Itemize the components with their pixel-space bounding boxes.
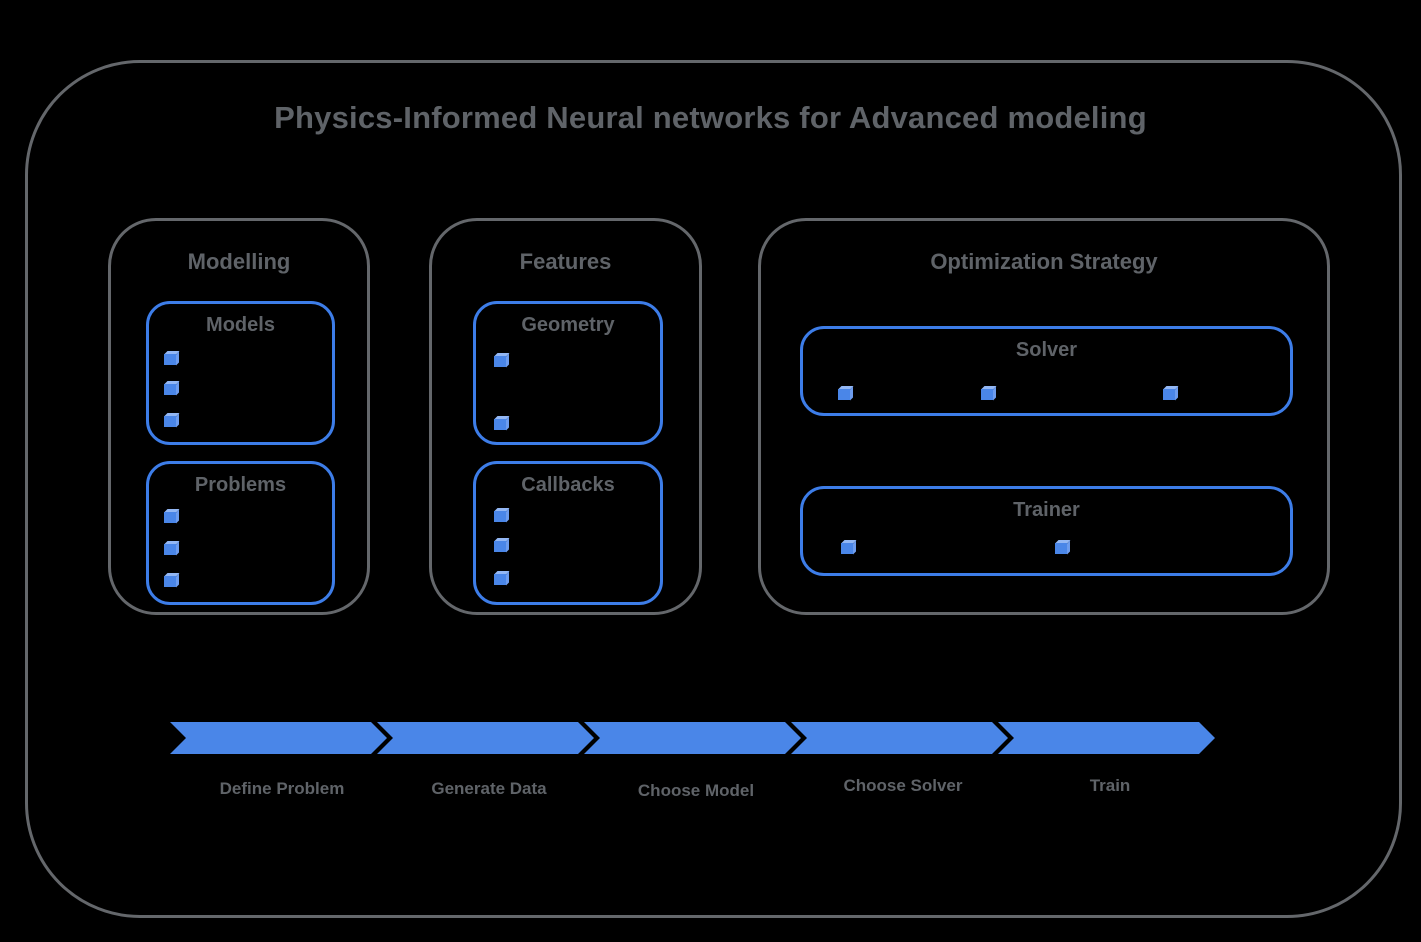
box-problems: Problems xyxy=(146,461,335,605)
group-features-title: Features xyxy=(519,249,612,274)
chevron-arrow xyxy=(791,722,1008,754)
chevron-arrow xyxy=(998,722,1215,754)
cube-bullet-icon xyxy=(981,389,993,400)
cube-bullet-icon xyxy=(164,354,176,365)
cube-bullet-icon xyxy=(494,419,506,430)
cube-bullet-icon xyxy=(494,511,506,522)
group-modelling-title: Modelling xyxy=(187,249,291,274)
box-callbacks-title: Callbacks xyxy=(521,474,615,496)
step-label-choose-model: Choose Model xyxy=(637,781,755,800)
cube-bullet-icon xyxy=(841,543,853,554)
cube-bullet-icon xyxy=(164,416,176,427)
chevron-arrow xyxy=(170,722,387,754)
cube-bullet-icon xyxy=(494,541,506,552)
box-solver-title: Solver xyxy=(1015,339,1078,361)
step-label-train: Train xyxy=(1089,776,1131,795)
step-label-define-problem: Define Problem xyxy=(219,779,345,798)
chevron-arrow xyxy=(377,722,594,754)
cube-bullet-icon xyxy=(164,576,176,587)
cube-bullet-icon xyxy=(494,574,506,585)
cube-bullet-icon xyxy=(164,544,176,555)
box-geometry: Geometry xyxy=(473,301,663,445)
box-models: Models xyxy=(146,301,335,445)
box-geometry-title: Geometry xyxy=(521,314,615,336)
cube-bullet-icon xyxy=(1163,389,1175,400)
group-optimization-strategy: Optimization Strategy Solver Trainer xyxy=(758,218,1330,615)
outer-frame xyxy=(25,60,1402,918)
cube-bullet-icon xyxy=(164,512,176,523)
box-trainer-title: Trainer xyxy=(1013,499,1080,521)
step-label-generate-data: Generate Data xyxy=(431,779,547,798)
group-optimization-title: Optimization Strategy xyxy=(930,249,1158,274)
box-callbacks: Callbacks xyxy=(473,461,663,605)
box-models-title: Models xyxy=(206,314,275,336)
group-features: Features Geometry Callbacks xyxy=(429,218,702,615)
cube-bullet-icon xyxy=(164,384,176,395)
box-solver: Solver xyxy=(800,326,1293,416)
diagram-title: Physics-Informed Neural networks for Adv… xyxy=(274,100,1147,135)
box-problems-title: Problems xyxy=(194,474,287,496)
cube-bullet-icon xyxy=(838,389,850,400)
box-trainer: Trainer xyxy=(800,486,1293,576)
chevron-arrow xyxy=(584,722,801,754)
cube-bullet-icon xyxy=(494,356,506,367)
step-label-choose-solver: Choose Solver xyxy=(843,776,963,795)
group-modelling: Modelling Models Problems xyxy=(108,218,370,615)
cube-bullet-icon xyxy=(1055,543,1067,554)
